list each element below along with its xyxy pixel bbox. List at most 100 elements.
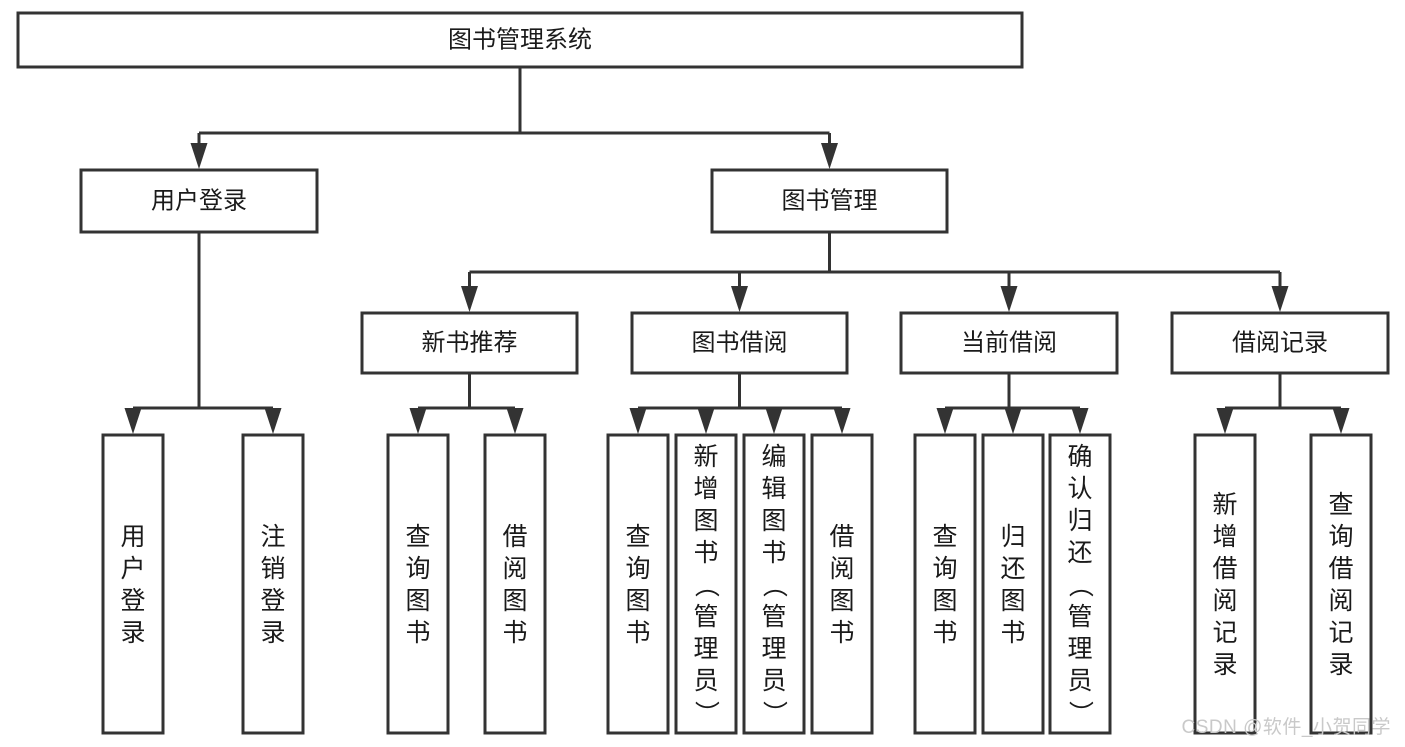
node-label-char: 确 — [1067, 443, 1092, 471]
node-label-char: 借 — [1212, 555, 1237, 583]
node-label-char: 新 — [1212, 491, 1237, 519]
node-label-char: 图 — [625, 587, 650, 615]
node-label-char: 户 — [120, 555, 145, 583]
node-box[interactable] — [913, 433, 977, 735]
node-root[interactable]: 图书管理系统 — [16, 11, 1024, 69]
arrow-head-icon — [821, 143, 838, 169]
node-box[interactable] — [630, 311, 849, 375]
node-label-char: 图 — [1000, 587, 1025, 615]
connector-group — [409, 373, 524, 434]
node-label-char: 增 — [693, 475, 718, 503]
node-label-char: 借 — [502, 523, 527, 551]
node-label-char: 录 — [120, 619, 145, 647]
node-box[interactable] — [483, 433, 547, 735]
node-box[interactable] — [241, 433, 305, 735]
node-label-char: 登 — [260, 587, 285, 615]
node-label-char: 管 — [1067, 603, 1092, 631]
arrow-head-icon — [1332, 408, 1350, 434]
connector-layer — [124, 67, 1350, 434]
arrow-head-icon — [124, 408, 142, 434]
connector-group — [124, 232, 282, 434]
node-box[interactable] — [1170, 311, 1390, 375]
node-box[interactable] — [101, 433, 165, 735]
node-label-char: 查 — [932, 523, 957, 551]
node-box[interactable] — [710, 168, 949, 234]
node-box[interactable] — [1048, 433, 1112, 735]
node-box[interactable] — [16, 11, 1024, 69]
node-label-char: 图 — [829, 587, 854, 615]
arrow-head-icon — [765, 408, 783, 434]
node-box[interactable] — [386, 433, 450, 735]
node-label-char: 图 — [932, 587, 957, 615]
node-box[interactable] — [742, 433, 806, 735]
node-label: 当前借阅 — [961, 329, 1057, 356]
node-box[interactable] — [606, 433, 670, 735]
node-label-char: 询 — [1328, 523, 1353, 551]
node-user-login[interactable]: 用户登录 — [79, 168, 319, 234]
node-book-borrow[interactable]: 图书借阅 — [630, 311, 849, 375]
node-label-char: 阅 — [502, 555, 527, 583]
node-current-borrow[interactable]: 当前借阅 — [899, 311, 1119, 375]
node-label: 图书管理 — [782, 187, 878, 214]
node-label-char: 查 — [1328, 491, 1353, 519]
arrow-head-icon — [1216, 408, 1234, 434]
arrow-head-icon — [506, 408, 524, 434]
node-box[interactable] — [810, 433, 874, 735]
node-label-char: 员 — [693, 667, 718, 695]
arrow-head-icon — [1271, 286, 1289, 312]
node-label-char: 书 — [625, 619, 650, 647]
arrow-head-icon — [409, 408, 427, 434]
arrow-head-icon — [731, 286, 748, 312]
node-label-char: 书 — [693, 539, 718, 567]
node-book-manage[interactable]: 图书管理 — [710, 168, 949, 234]
node-box[interactable] — [899, 311, 1119, 375]
node-box[interactable] — [1193, 433, 1257, 735]
arrow-head-icon — [629, 408, 647, 434]
node-box[interactable] — [360, 311, 579, 375]
node-label-char: 理 — [693, 635, 718, 663]
node-label-char: 阅 — [1328, 587, 1353, 615]
node-box[interactable] — [79, 168, 319, 234]
arrow-head-icon — [1071, 408, 1089, 434]
node-label-char: 还 — [1000, 555, 1025, 583]
node-label-char: 归 — [1067, 507, 1092, 535]
node-label-char: 书 — [761, 539, 786, 567]
node-box[interactable] — [1309, 433, 1373, 735]
node-label-char: 归 — [1000, 523, 1025, 551]
node-label-char: 登 — [120, 587, 145, 615]
node-new-book-recommend[interactable]: 新书推荐 — [360, 311, 579, 375]
arrow-head-icon — [833, 408, 851, 434]
node-box[interactable] — [674, 433, 738, 735]
connector-group — [1216, 373, 1350, 434]
node-leaf-user-login[interactable]: 用户登录 — [101, 433, 165, 735]
node-label-char: 新 — [693, 443, 718, 471]
node-label-char: 图 — [405, 587, 430, 615]
node-label-char: 录 — [260, 619, 285, 647]
node-label-char: 书 — [502, 619, 527, 647]
node-label-char: 管 — [693, 603, 718, 631]
node-label-char: （ — [1066, 572, 1094, 597]
node-box[interactable] — [981, 433, 1045, 735]
node-borrow-record[interactable]: 借阅记录 — [1170, 311, 1390, 375]
node-label: 借阅记录 — [1232, 329, 1328, 356]
node-layer: 图书管理系统用户登录图书管理新书推荐图书借阅当前借阅借阅记录用户登录注销登录查询… — [16, 11, 1390, 735]
node-label-char: 增 — [1212, 523, 1237, 551]
node-label-char: 书 — [932, 619, 957, 647]
node-label: 用户登录 — [120, 523, 145, 647]
